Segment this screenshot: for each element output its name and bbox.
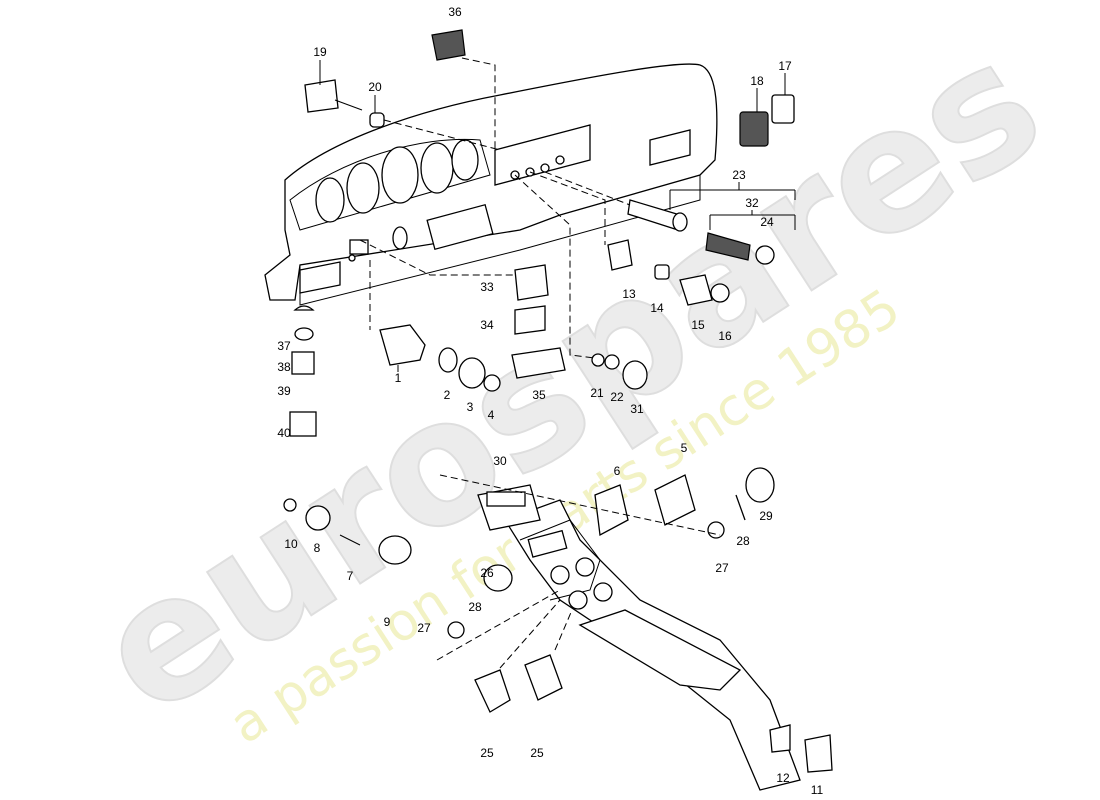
label-13: 13 [622,287,636,301]
label-29: 29 [759,509,773,523]
label-32: 32 [745,196,759,210]
label-40: 40 [277,426,291,440]
label-28b: 28 [468,600,482,614]
label-28: 28 [736,534,750,548]
label-26: 26 [480,566,494,580]
center-console [504,499,801,791]
label-24: 24 [760,215,774,229]
label-14: 14 [650,301,664,315]
label-9: 9 [384,615,391,629]
label-7: 7 [347,569,354,583]
label-39: 39 [277,384,291,398]
label-10: 10 [284,537,298,551]
label-17: 17 [778,59,792,73]
label-20: 20 [368,80,382,94]
part-labels: 36 19 20 18 17 23 32 24 33 34 13 14 15 1… [277,5,823,797]
label-36: 36 [448,5,462,19]
label-37: 37 [277,339,291,353]
label-11: 11 [811,783,824,797]
label-23: 23 [732,168,746,182]
label-22: 22 [610,390,624,404]
label-34: 34 [480,318,494,332]
label-19: 19 [313,45,327,59]
label-21: 21 [590,386,604,400]
label-12: 12 [776,771,790,785]
label-25a: 25 [480,746,494,760]
label-35: 35 [532,388,546,402]
label-5: 5 [681,441,688,455]
label-2: 2 [444,388,451,402]
label-15: 15 [691,318,705,332]
dashboard-outline [264,63,718,306]
leader-lines [319,57,796,669]
label-4: 4 [488,408,495,422]
label-33: 33 [480,280,494,294]
label-18: 18 [750,74,764,88]
label-6: 6 [614,464,621,478]
label-16: 16 [718,329,732,343]
label-25b: 25 [530,746,544,760]
label-31: 31 [630,402,644,416]
label-8: 8 [314,541,321,555]
parts [283,29,833,773]
label-30: 30 [493,454,507,468]
label-27b: 27 [417,621,431,635]
label-3: 3 [467,400,474,414]
label-1: 1 [395,371,402,385]
label-27: 27 [715,561,729,575]
label-38: 38 [277,360,291,374]
